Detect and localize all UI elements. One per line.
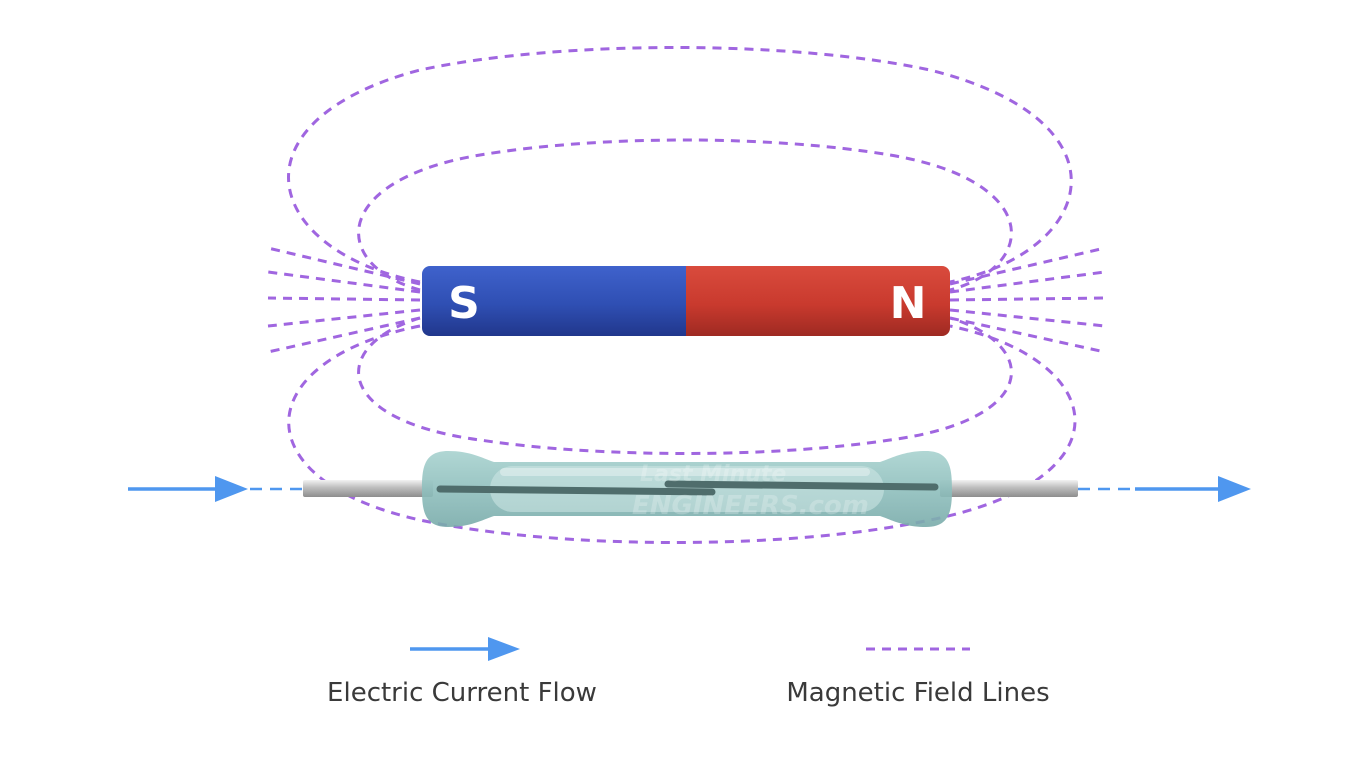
field-line-inner-bottom [357,316,1013,455]
magnet-south-pole [422,266,697,336]
south-pole-label: S [448,278,480,329]
legend-field-label: Magnetic Field Lines [786,678,1049,708]
legend-current-arrow-icon [410,637,520,661]
legend-current-label: Electric Current Flow [327,678,597,708]
magnet-pole-joint [686,266,700,336]
reed-right [664,480,939,491]
bar-magnet: S N [422,266,950,336]
field-line-left-1 [267,246,421,286]
field-line-right-3 [949,296,1106,302]
reed-lead-left [303,480,433,497]
current-out-arrow-icon [1135,476,1251,502]
field-line-outer-bottom [287,324,1077,544]
field-line-right-2 [949,270,1106,294]
field-line-inner-top [357,138,1013,292]
legend: Electric Current Flow Magnetic Field Lin… [327,637,1050,708]
reed-switch: Last Minute ENGINEERS.com [303,451,1078,527]
reed-glass-highlight [500,468,870,476]
magnetic-field-lines [267,46,1106,544]
current-in-arrow-icon [128,476,248,502]
field-line-left-3 [267,296,421,302]
field-line-left-5 [267,316,421,354]
field-line-right-5 [949,316,1106,354]
field-line-outer-top [287,46,1073,284]
north-pole-label: N [890,278,927,329]
reed-lead-right [940,480,1078,497]
watermark-line2: ENGINEERS.com [632,491,869,521]
field-line-right-1 [949,246,1106,286]
watermark-line1: Last Minute [640,462,786,487]
reed-contacts [436,480,939,496]
field-line-right-4 [949,308,1106,328]
reed-left [436,485,716,496]
magnet-north-pole [686,266,950,336]
